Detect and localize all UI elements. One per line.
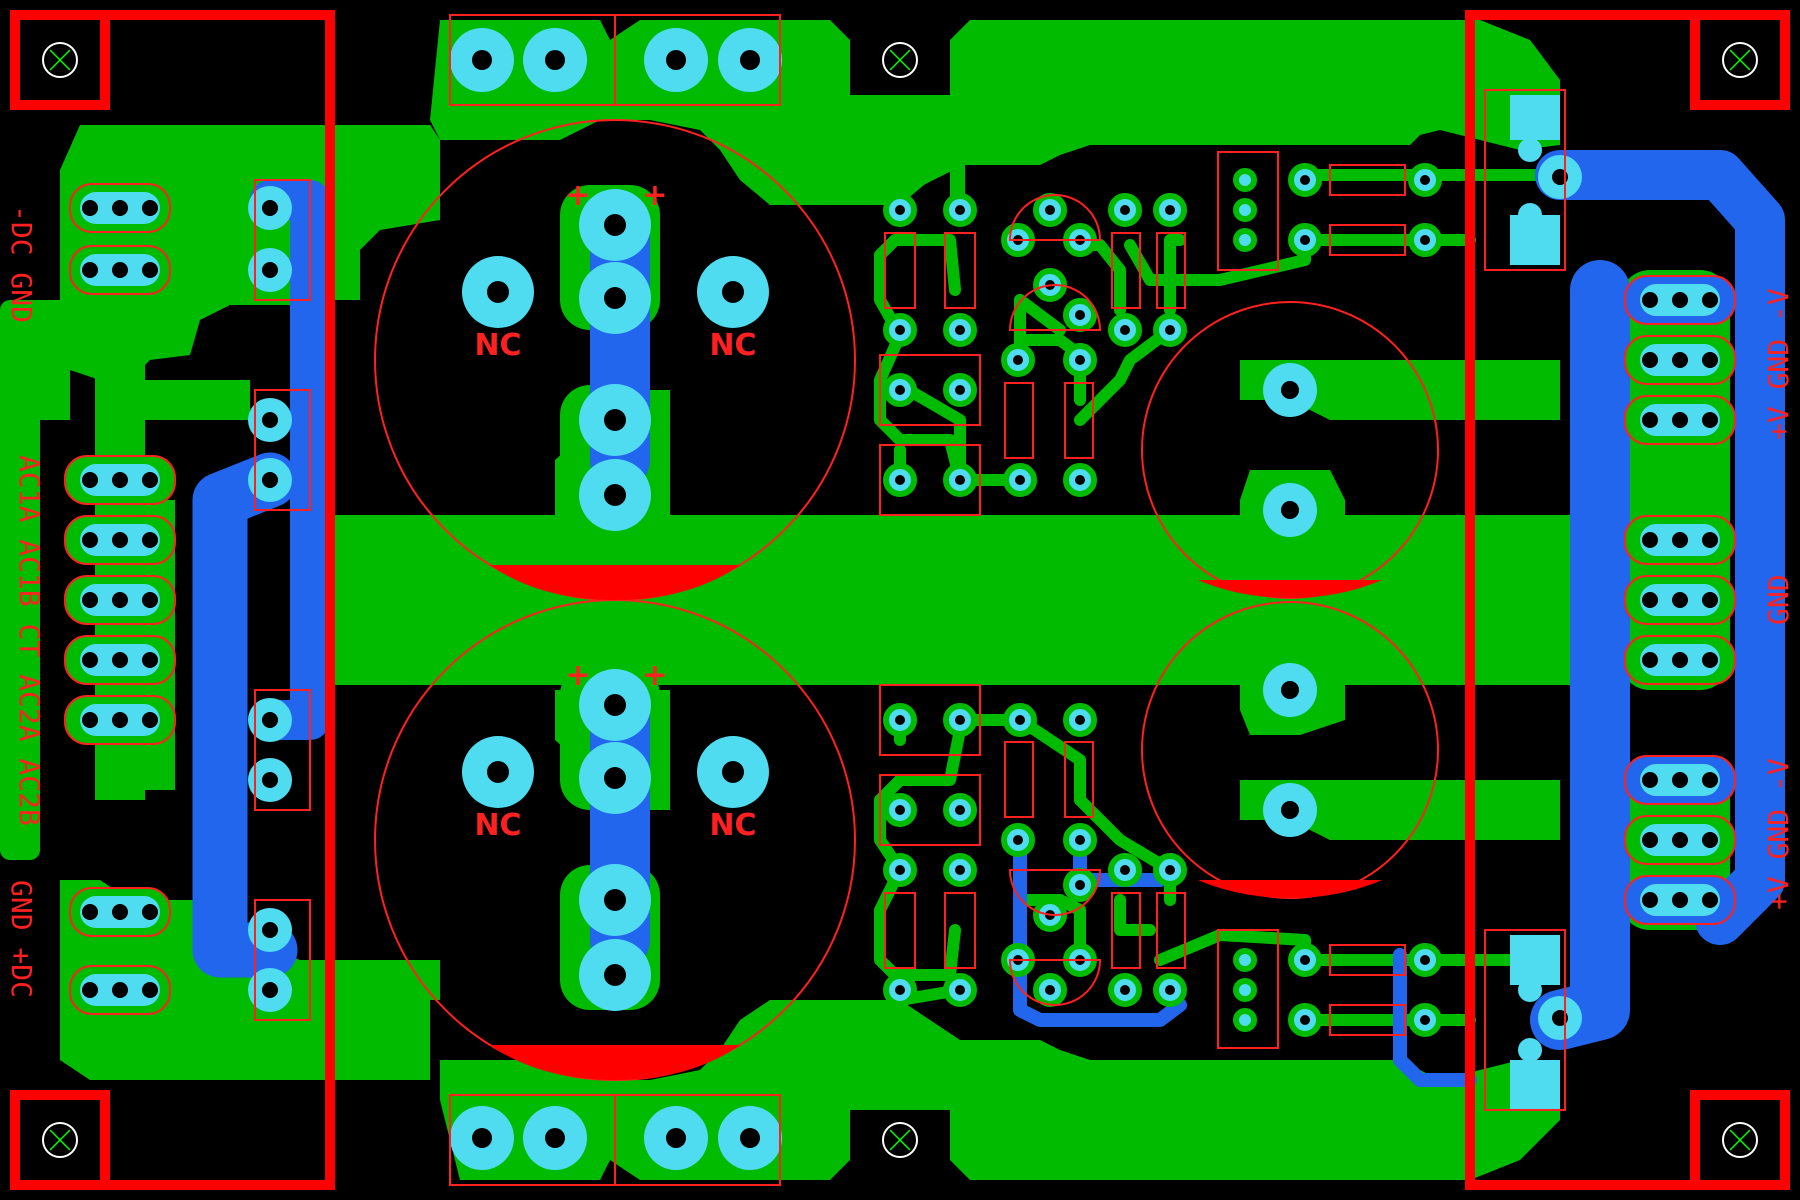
nc-label-lower-right: NC	[709, 808, 756, 843]
connector-left-9[interactable]	[69, 965, 171, 1015]
connector-right-4[interactable]	[1624, 515, 1736, 565]
left-bottom-label: GND +DC	[5, 880, 38, 998]
cap-polarity-bars	[490, 565, 1382, 1080]
nc-label-lower-left: NC	[474, 808, 521, 843]
right-top-label: +V GND -V	[1762, 288, 1795, 440]
connector-left-1[interactable]	[69, 183, 171, 233]
connector-left-5[interactable]	[64, 575, 176, 625]
connector-left-2[interactable]	[69, 245, 171, 295]
connector-right-6[interactable]	[1624, 635, 1736, 685]
connector-right-1[interactable]	[1624, 275, 1736, 325]
left-top-label: -DC GND	[5, 205, 38, 323]
mounting-hole-icon	[42, 1122, 78, 1158]
keepout	[10, 10, 1790, 1190]
connector-right-5[interactable]	[1624, 575, 1736, 625]
pad-holes	[262, 50, 1568, 1148]
left-ac-label: AC1A AC1B CT AC2A AC2B	[13, 455, 46, 826]
mounting-hole-icon	[882, 1122, 918, 1158]
mounting-hole-icon	[42, 42, 78, 78]
right-bottom-label: +V GND -V	[1762, 758, 1795, 910]
connector-right-3[interactable]	[1624, 395, 1736, 445]
mounting-hole-icon	[1722, 1122, 1758, 1158]
labels: NC NC NC NC + + + + -DC GND AC1A AC1B CT…	[5, 178, 1795, 998]
connector-left-3[interactable]	[64, 455, 176, 505]
plus-label: +	[642, 658, 667, 693]
connector-left-8[interactable]	[69, 887, 171, 937]
connector-right-9[interactable]	[1624, 875, 1736, 925]
connector-left-6[interactable]	[64, 635, 176, 685]
plus-label: +	[565, 658, 590, 693]
nc-label-upper-right: NC	[709, 328, 756, 363]
connector-right-2[interactable]	[1624, 335, 1736, 385]
plus-label: +	[565, 178, 590, 213]
right-mid-label: GND	[1762, 574, 1795, 625]
connector-left-7[interactable]	[64, 695, 176, 745]
connector-right-7[interactable]	[1624, 755, 1736, 805]
plus-label: +	[642, 178, 667, 213]
mounting-hole-icon	[1722, 42, 1758, 78]
connector-left-4[interactable]	[64, 515, 176, 565]
connector-right-8[interactable]	[1624, 815, 1736, 865]
mounting-holes	[42, 42, 1758, 1158]
mounting-hole-icon	[882, 42, 918, 78]
connectors	[64, 183, 1736, 1015]
nc-label-upper-left: NC	[474, 328, 521, 363]
